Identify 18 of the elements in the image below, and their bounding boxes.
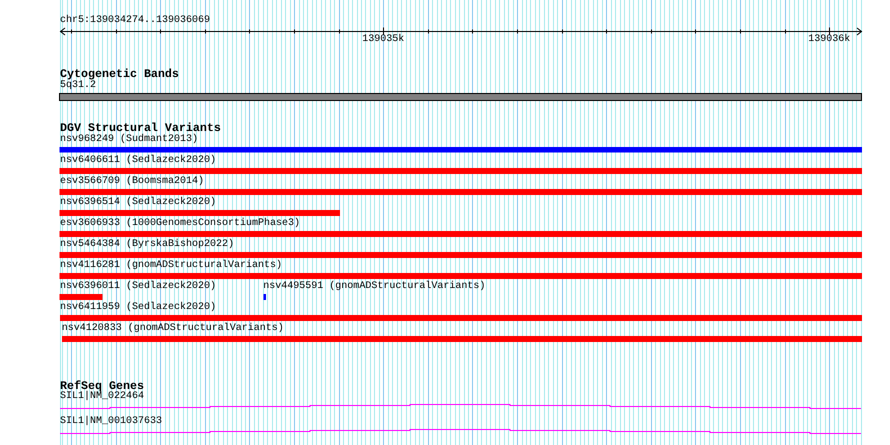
variant-label: nsv6396514 (Sedlazeck2020) (60, 197, 216, 210)
variant-label: nsv4116281 (gnomADStructuralVariants) (60, 260, 282, 272)
variant-label: esv3566709 (Boomsma2014) (60, 176, 204, 188)
transcript-label: SIL1|NM_001037633 (60, 416, 162, 428)
track-title: Cytogenetic Bands (60, 67, 179, 81)
variant-label: esv3606933 (1000GenomesConsortiumPhase3) (60, 218, 300, 230)
transcript-label: SIL1|NM_022464 (60, 390, 144, 403)
tick-label: 139035k (362, 34, 404, 46)
variant-label: nsv4495591 (gnomADStructuralVariants) (263, 281, 486, 294)
variant-label: nsv5464384 (ByrskaBishop2022) (60, 239, 234, 252)
variant-label: nsv6396011 (Sedlazeck2020) (60, 281, 216, 294)
variant-label: nsv6406611 (Sedlazeck2020) (60, 154, 216, 167)
variant-label: nsv4120833 (gnomADStructuralVariants) (62, 323, 284, 336)
band-label: 5q31.2 (60, 80, 96, 92)
tick-label: 139036k (808, 34, 850, 46)
variant-label: nsv6411959 (Sedlazeck2020) (60, 302, 216, 314)
variant-label: nsv968249 (Sudmant2013) (60, 134, 198, 146)
region-coordinates: chr5:139034274..139036069 (60, 15, 210, 27)
